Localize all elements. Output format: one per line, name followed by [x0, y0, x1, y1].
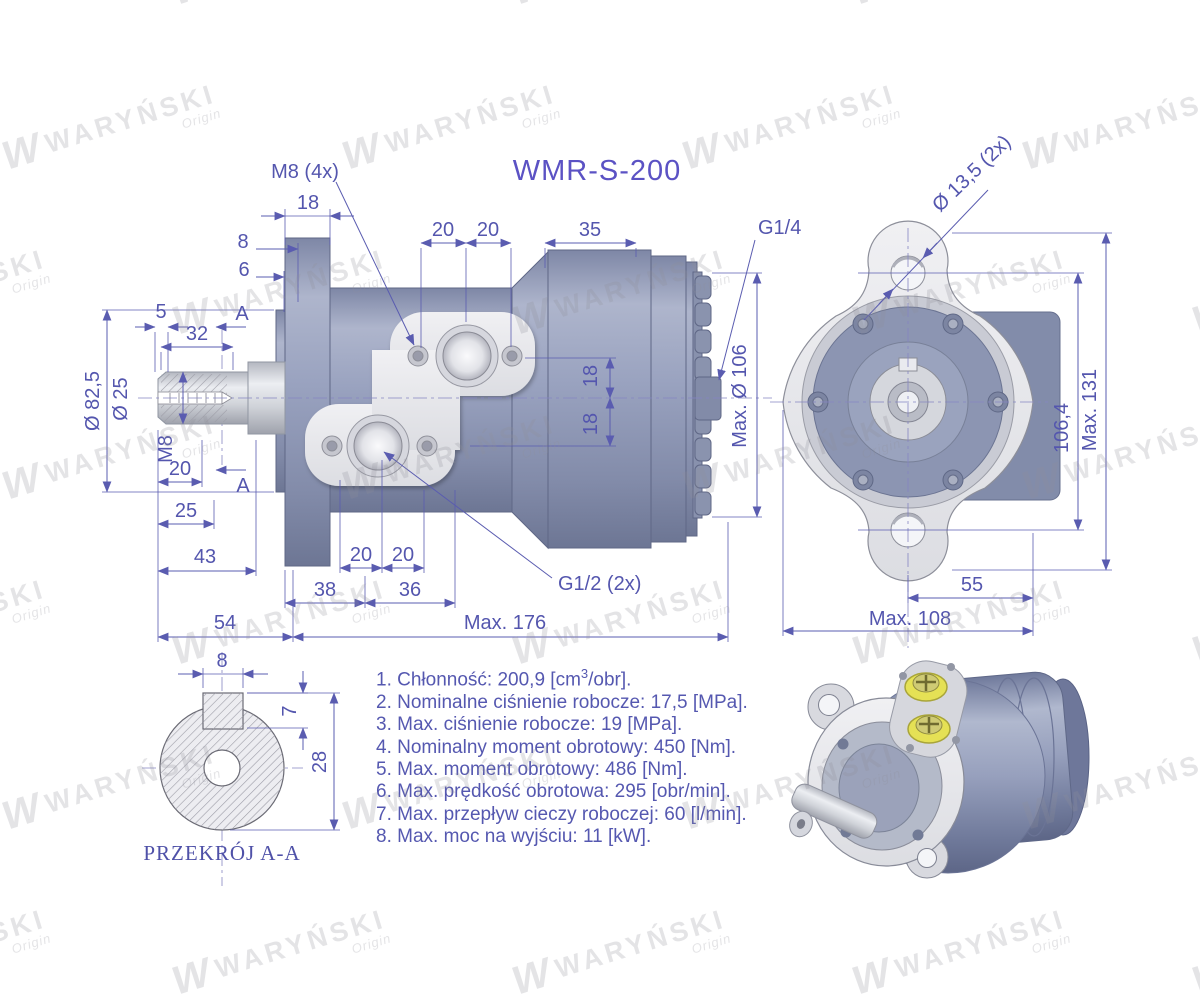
- dim-38: 38: [314, 579, 336, 601]
- render-plug-2: [907, 714, 951, 744]
- dim-20-bottom-a: 20: [350, 544, 372, 566]
- dim-max-dia-106: Max. Ø 106: [729, 344, 751, 447]
- spec-line-8: 8. Max. moc na wyjściu: 11 [kW].: [376, 826, 652, 848]
- dim-dia-13-5: Ø 13,5 (2x): [928, 131, 1015, 216]
- spec-line-4: 4. Nominalny moment obrotowy: 450 [Nm].: [376, 736, 737, 758]
- dim-5-shaft: 5: [155, 301, 166, 323]
- dim-106-4: 106,4: [1051, 403, 1073, 453]
- label-g14: G1/4: [758, 217, 801, 239]
- dim-20-shaft: 20: [169, 458, 191, 480]
- dim-25-shaft: 25: [175, 500, 197, 522]
- dim-18-top: 18: [297, 192, 319, 214]
- dim-20-bottom-b: 20: [392, 544, 414, 566]
- spec-list: 1. Chłonność: 200,9 [cm3/obr]. 2. Nomina…: [376, 663, 748, 849]
- section-mark-a-bottom: A: [236, 475, 250, 497]
- label-g12-2x: G1/2 (2x): [558, 573, 641, 595]
- dim-20-top-b: 20: [477, 219, 499, 241]
- dim-6-left: 6: [238, 259, 249, 281]
- spec-line-6: 6. Max. prędkość obrotowa: 295 [obr/min]…: [376, 781, 731, 803]
- product-3d-render: [789, 660, 1090, 879]
- side-view-dimensions: [102, 181, 762, 642]
- dim-55: 55: [961, 574, 983, 596]
- spec-line-5: 5. Max. moment obrotowy: 486 [Nm].: [376, 758, 688, 780]
- dim-8-left: 8: [237, 231, 248, 253]
- front-view-dimensions: [782, 189, 1112, 636]
- dim-key-height-7: 7: [279, 705, 301, 716]
- page-title: WMR-S-200: [513, 155, 682, 187]
- section-dimensions: [178, 668, 340, 831]
- spec-line-7: 7. Max. przepływ cieczy roboczej: 60 [l/…: [376, 803, 747, 825]
- render-shaft: [791, 783, 878, 839]
- dim-32-shaft: 32: [186, 323, 208, 345]
- dim-max-108: Max. 108: [869, 608, 951, 630]
- dim-max-131: Max. 131: [1079, 369, 1101, 451]
- dim-35-top: 35: [579, 219, 601, 241]
- dim-54: 54: [214, 612, 236, 634]
- geroler-teeth: [694, 275, 712, 516]
- dim-36: 36: [399, 579, 421, 601]
- front-view: Ø 13,5 (2x) 106,4 Max. 131 55 Max. 108: [770, 131, 1112, 648]
- label-m8-4x: M8 (4x): [271, 161, 339, 183]
- g14-drain-port-nub: [694, 376, 722, 421]
- spec-line-2: 2. Nominalne ciśnienie robocze: 17,5 [MP…: [376, 691, 748, 713]
- dim-m8-thread: M8: [155, 435, 177, 463]
- dim-43-shaft: 43: [194, 546, 216, 568]
- section-caption: PRZEKRÓJ A-A: [143, 841, 300, 865]
- dim-total-28: 28: [309, 751, 331, 773]
- dim-key-width-8: 8: [216, 650, 227, 672]
- dim-dia-82-5: Ø 82,5: [82, 371, 104, 431]
- dim-max-176: Max. 176: [464, 612, 546, 634]
- section-mark-a-top: A: [235, 303, 249, 325]
- render-plug-1: [904, 672, 948, 702]
- dim-18-body-b: 18: [580, 413, 602, 435]
- side-view: 18 8 6 20 20 35 M8 (4x) 5 A 32 Ø 82,5 Ø …: [82, 161, 801, 642]
- m8-bolt-holes: [321, 345, 523, 457]
- g12-port-upper: [435, 324, 499, 388]
- spec-line-1: 1. Chłonność: 200,9 [cm3/obr].: [376, 666, 632, 691]
- section-a-a-view: 8 7 28 PRZEKRÓJ A-A: [142, 650, 340, 886]
- dim-18-body-a: 18: [580, 365, 602, 387]
- dim-20-top-a: 20: [432, 219, 454, 241]
- g12-port-lower: [346, 414, 410, 478]
- spec-line-3: 3. Max. ciśnienie robocze: 19 [MPa].: [376, 714, 683, 736]
- dim-dia-25: Ø 25: [110, 377, 132, 420]
